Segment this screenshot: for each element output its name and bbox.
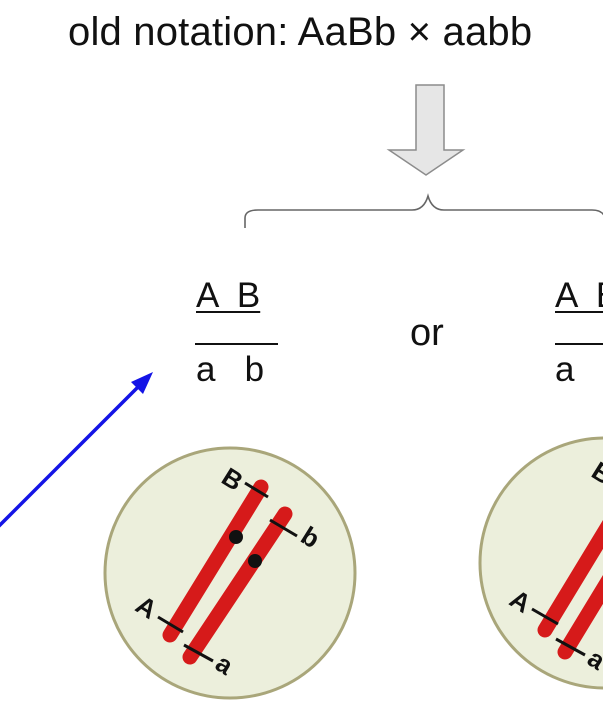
- locus-tick-b: [269, 518, 298, 538]
- right-genotype-bottom: a: [555, 350, 575, 389]
- locus-tick-A: [531, 607, 559, 626]
- centromere: [248, 554, 262, 568]
- or-label: or: [410, 312, 444, 354]
- down-arrow-icon: [386, 84, 466, 176]
- locus-tick-a: [555, 637, 586, 657]
- locus-tick-B: [244, 481, 269, 499]
- right-genotype-top: A B: [555, 276, 603, 315]
- centromere: [229, 530, 243, 544]
- locus-tick-A: [157, 615, 184, 634]
- chromosome-2: [557, 574, 603, 660]
- left-genotype-top: A B: [196, 276, 261, 315]
- pointer-arrowhead: [131, 372, 153, 394]
- chromosome-1: [537, 520, 603, 638]
- left-cell: B A b a: [103, 446, 357, 700]
- pointer-arrow: [0, 379, 146, 528]
- chromosome-1: [162, 479, 269, 643]
- locus-tick-a: [183, 643, 214, 663]
- left-genotype-bottom: a b: [196, 350, 265, 389]
- chromosome-2: [182, 506, 293, 665]
- page-title: old notation: AaBb × aabb: [68, 10, 533, 54]
- curly-brace: [244, 193, 603, 228]
- right-cell: B A a: [478, 436, 603, 690]
